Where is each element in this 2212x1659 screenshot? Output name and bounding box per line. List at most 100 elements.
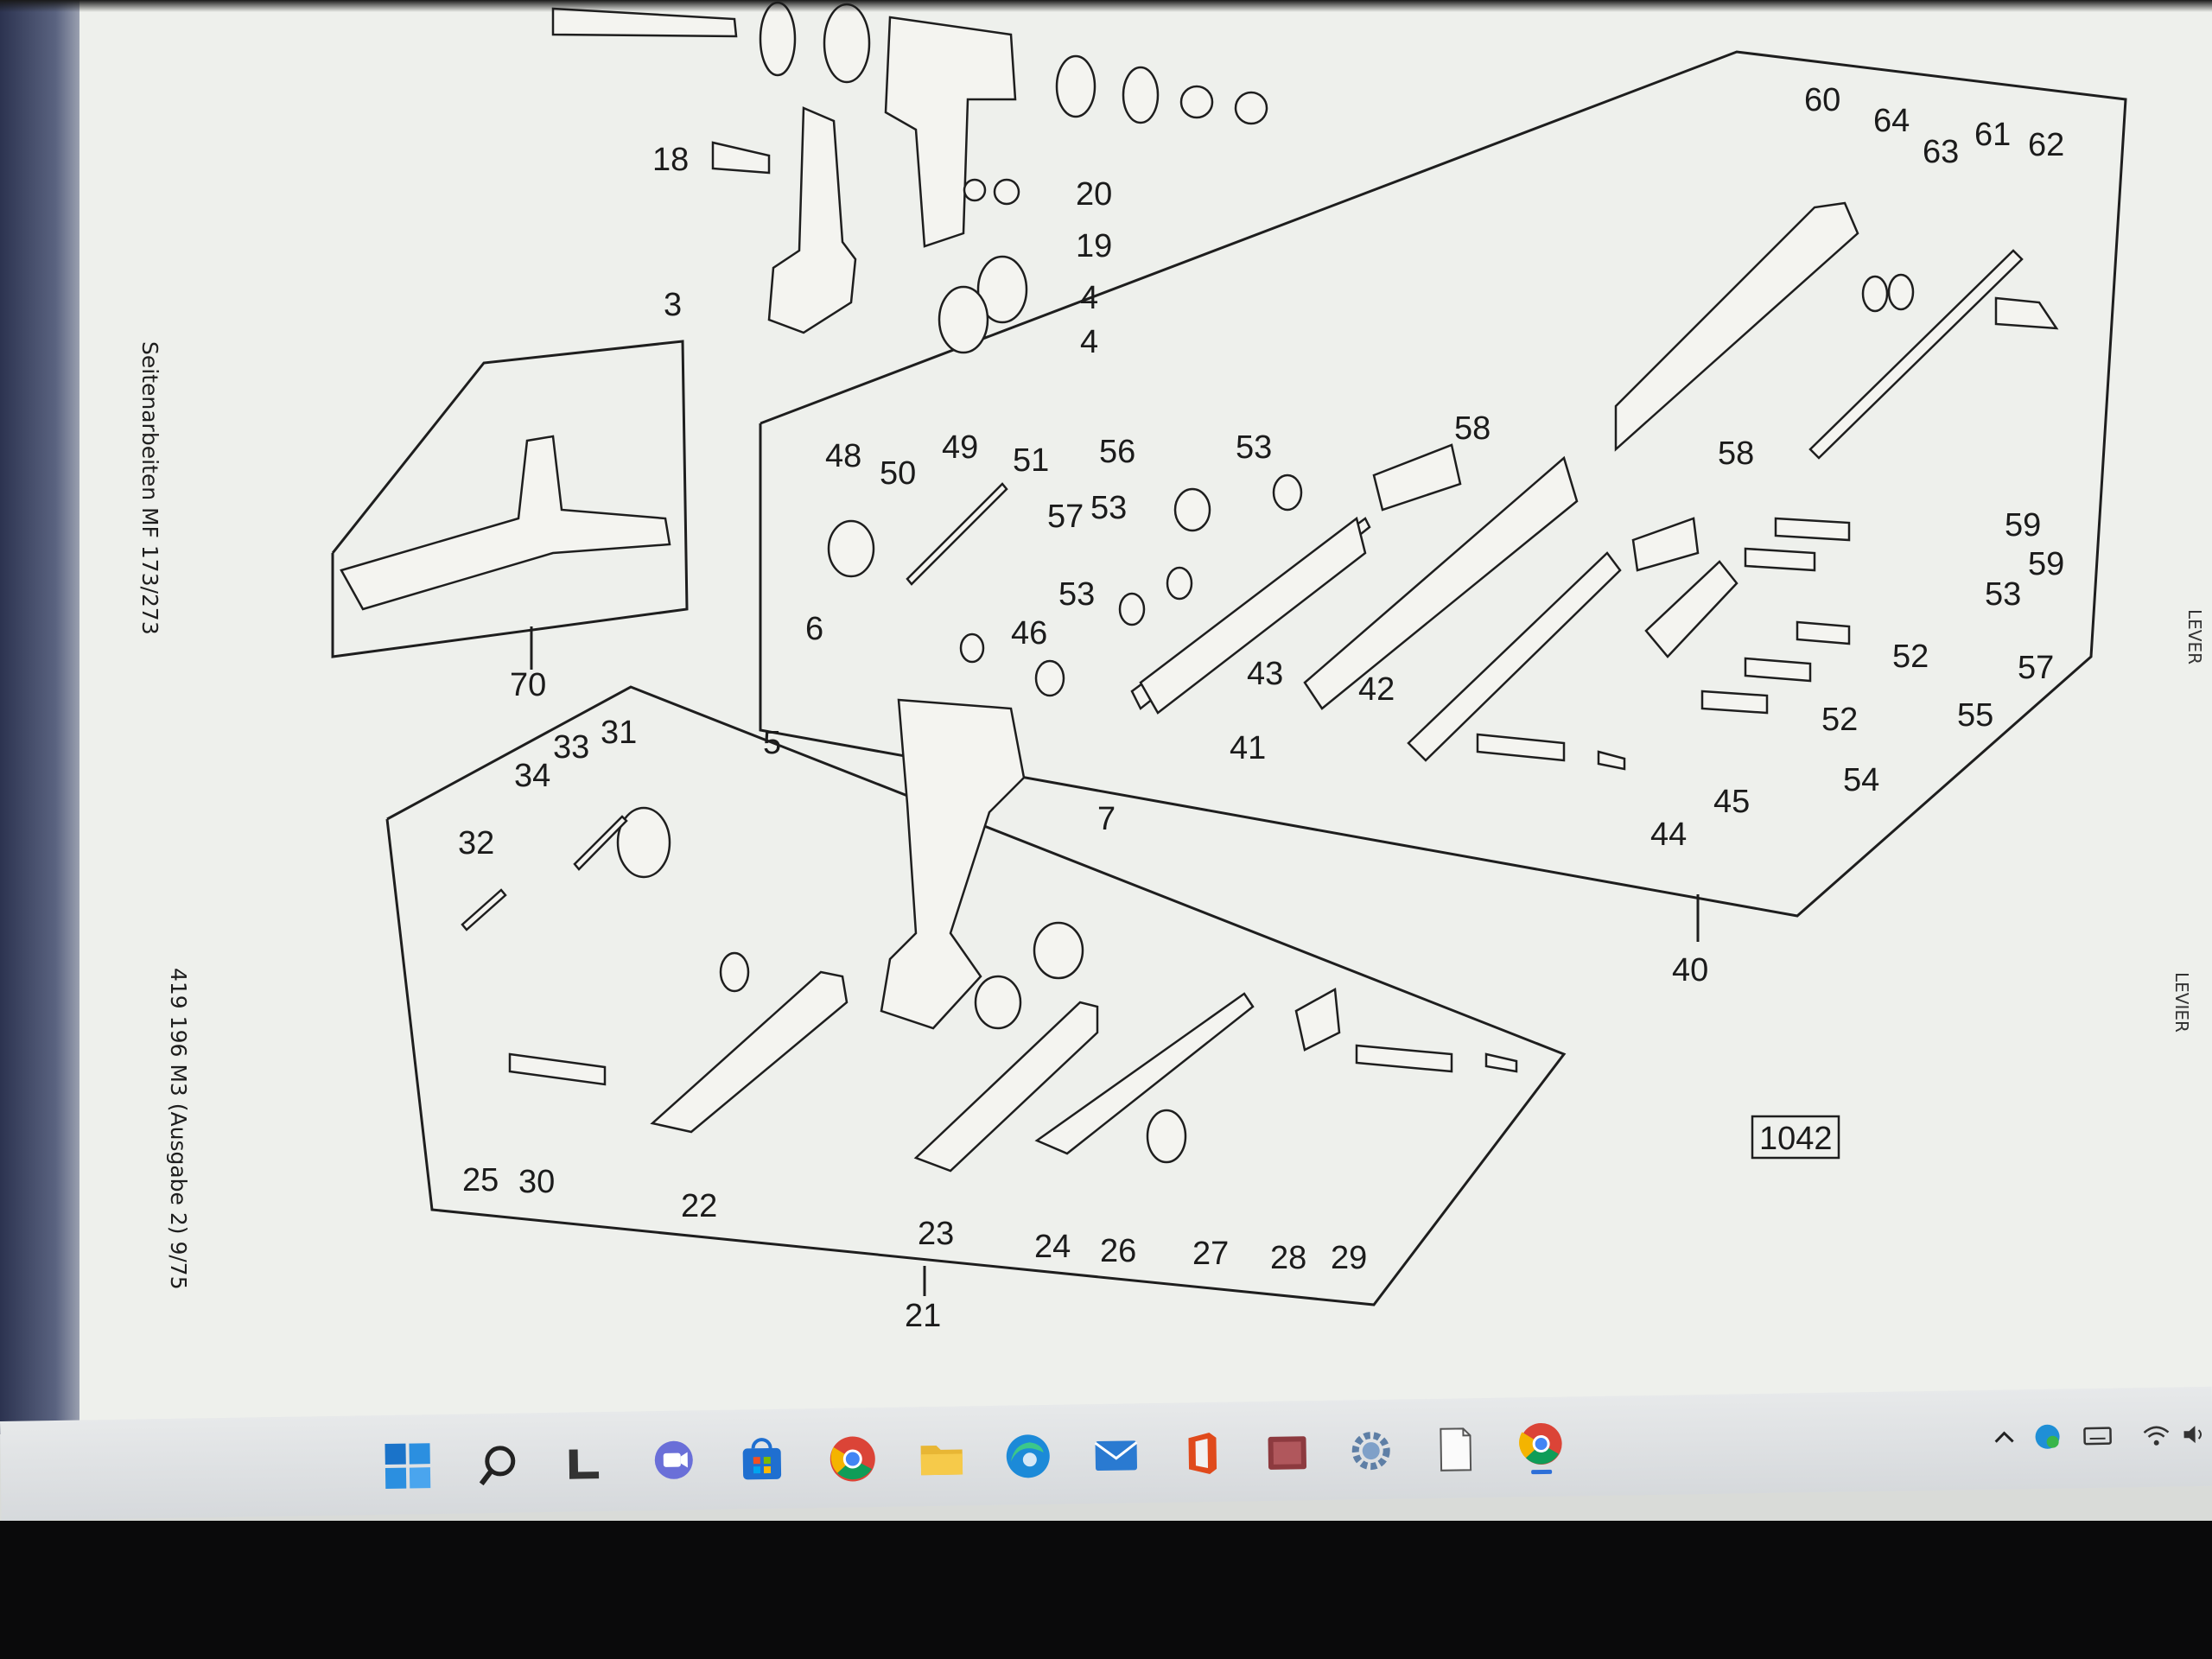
callout-60: 60 [1804,82,1840,118]
part-bolt-55 [1744,657,1812,683]
part-arm-23 [913,1001,1099,1173]
callout-50: 50 [880,455,916,492]
edge-label-levier: LEVIER [2171,972,2192,1033]
callout-32: 32 [458,825,494,861]
task-view-icon[interactable] [557,1436,612,1491]
callout-62: 62 [2028,127,2064,163]
search-icon[interactable] [471,1437,525,1491]
part-link-61 [1808,249,2024,460]
chat-icon[interactable] [646,1434,701,1489]
callout-28: 28 [1270,1240,1306,1276]
callout-30: 30 [518,1164,555,1200]
part-bolt-59a [1774,517,1851,542]
callout-51: 51 [1013,442,1049,479]
part-top-ring-b [1122,66,1160,124]
part-bushing-7a [974,975,1022,1030]
callout-61: 61 [1974,117,2011,153]
monitor-screen: 18 20 19 3 4 4 60 64 63 61 62 48 50 49 5… [0,0,2212,1521]
chevron-up-icon[interactable] [1989,1422,2019,1452]
callout-29: 29 [1331,1240,1367,1276]
callout-52a: 52 [1892,639,1929,675]
part-clip-45 [1597,750,1626,771]
callout-54: 54 [1843,762,1879,798]
part-pawl-27 [1294,987,1341,1052]
part-bolt-52b [1700,690,1769,715]
callout-4b: 4 [1080,324,1098,360]
callout-26: 26 [1100,1233,1136,1269]
part-bushing-4b [938,285,989,354]
callout-70: 70 [510,667,546,703]
left-window-edge [0,0,79,1434]
group-outline-40 [759,50,2127,918]
part-top-washer-a [759,1,797,77]
callout-4a: 4 [1080,280,1098,316]
callout-23: 23 [918,1216,954,1252]
callout-33: 33 [553,729,589,766]
part-washer-64 [1861,275,1889,313]
callout-20: 20 [1076,176,1112,213]
side-code: 419 196 M3 (Ausgabe 2) 9/75 [166,968,191,1290]
callout-44: 44 [1650,817,1687,853]
part-top-bushing [823,3,871,84]
file-explorer-icon[interactable] [914,1430,969,1484]
wifi-icon[interactable] [2141,1421,2171,1451]
callout-6: 6 [805,611,823,647]
callout-41: 41 [1230,730,1266,766]
windows-start-icon[interactable] [380,1439,435,1493]
parts-diagram-page [79,0,2212,1434]
part-top-nut-a [1179,85,1214,119]
top-bezel-shadow [0,0,2212,12]
callout-19: 19 [1076,228,1112,264]
part-top-ring-a [1055,54,1096,118]
callout-31: 31 [601,715,637,751]
part-pad-58a [1372,443,1462,512]
part-top-shaft [551,7,738,38]
edge-icon[interactable] [1001,1429,1055,1484]
callout-59a: 59 [2005,507,2041,543]
part-bushing-7b [1033,921,1084,980]
part-spring-32 [461,888,507,931]
callout-52b: 52 [1821,702,1858,738]
callout-58b: 58 [1718,435,1754,472]
windows-taskbar [0,1386,2212,1521]
part-bolt-28 [1355,1044,1453,1073]
part-pin-62 [1994,296,2059,330]
part-washer-19 [963,178,987,202]
store-icon[interactable] [734,1433,789,1488]
keyboard-icon[interactable] [2082,1421,2113,1452]
book-app-icon[interactable] [1260,1425,1314,1479]
callout-53d: 53 [1985,576,2021,613]
callout-45: 45 [1713,784,1750,820]
callout-5: 5 [763,725,781,761]
mail-icon[interactable] [1089,1427,1143,1482]
part-arm-22 [650,970,849,1134]
figure-number: 1042 [1759,1121,1833,1157]
group-outline-21 [385,685,1567,1306]
chrome-active-icon[interactable] [1514,1421,1568,1476]
settings-icon[interactable] [1344,1424,1398,1478]
part-bar-43 [1139,516,1367,715]
callout-64: 64 [1873,103,1910,139]
part-nut-20 [993,178,1020,206]
volume-icon[interactable] [2179,1420,2209,1450]
security-icon[interactable] [2032,1422,2063,1452]
part-spring-49 [906,482,1008,586]
part-nut-53c [1166,566,1193,601]
part-pin-33 [573,815,628,871]
callout-27: 27 [1192,1236,1229,1272]
callout-24: 24 [1034,1229,1071,1265]
monitor-bezel [0,1521,2212,1659]
callout-3: 3 [664,287,682,323]
part-bolt-59b [1744,547,1816,572]
notepad-icon[interactable] [1427,1422,1482,1477]
part-nut-53b [1118,592,1146,626]
callout-53b: 53 [1090,490,1127,526]
part-bushing-56 [1173,487,1211,532]
part-cap-48 [827,519,875,578]
callout-49: 49 [942,429,978,466]
callout-58a: 58 [1454,410,1491,447]
callout-46: 46 [1011,615,1047,652]
edge-label-lever: LEVER [2184,609,2205,664]
chrome-icon[interactable] [825,1432,880,1486]
office-icon[interactable] [1175,1427,1230,1481]
